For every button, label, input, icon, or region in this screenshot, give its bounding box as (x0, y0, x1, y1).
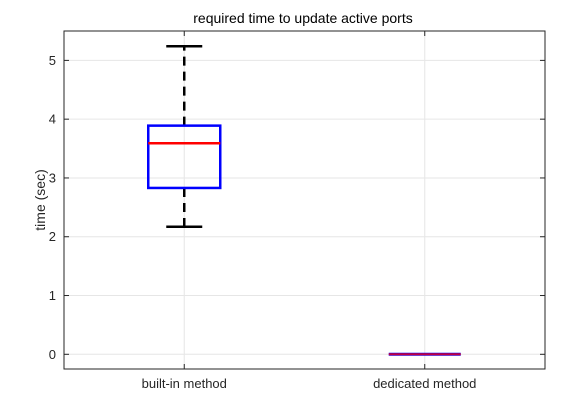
grid (64, 31, 545, 369)
axes-frame (63, 30, 546, 370)
plot-area (147, 45, 461, 356)
y-axis-label: time (sec) (32, 169, 48, 230)
y-tick-labels: 0 1 2 3 4 5 (49, 53, 56, 362)
y-tick-label: 2 (49, 229, 56, 244)
chart-title: required time to update active ports (193, 10, 412, 26)
y-tick-label: 3 (49, 170, 56, 185)
x-tick-label: built-in method (142, 376, 227, 391)
box (147, 124, 222, 190)
y-tick-label: 4 (49, 112, 56, 127)
y-tick-label: 0 (49, 347, 56, 362)
x-tick-label: dedicated method (373, 376, 476, 391)
y-tick-label: 5 (49, 53, 56, 68)
y-tick-label: 1 (49, 288, 56, 303)
x-tick-labels: built-in method dedicated method (142, 376, 477, 391)
axes (63, 30, 546, 370)
